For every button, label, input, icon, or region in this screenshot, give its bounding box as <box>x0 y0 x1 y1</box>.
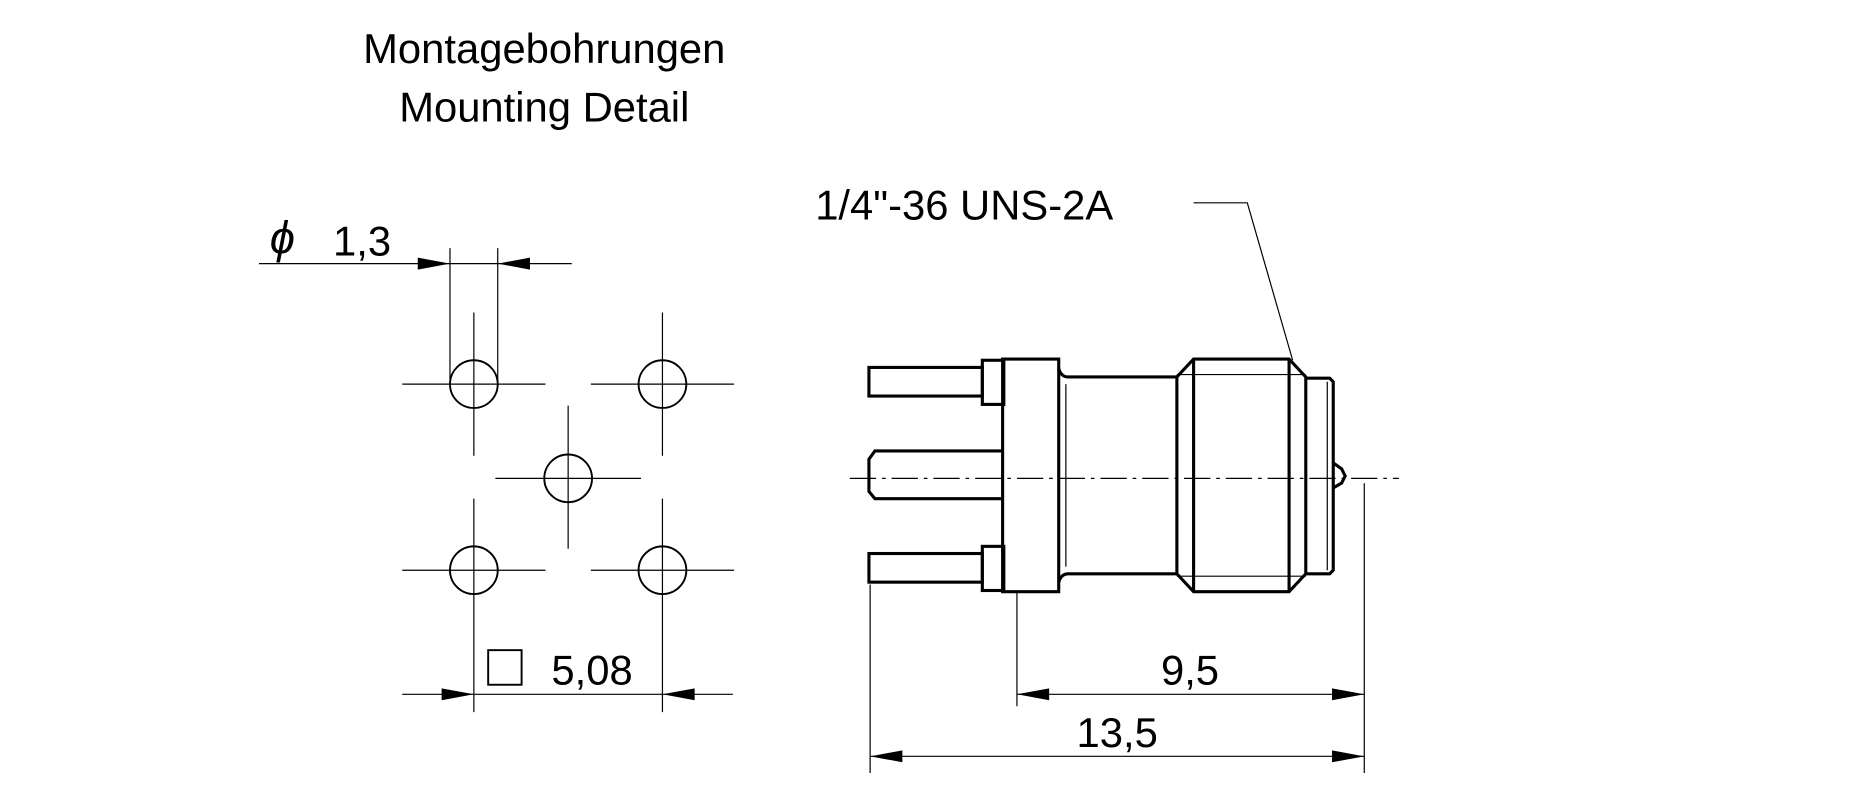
flange <box>1001 357 1061 594</box>
title-german: Montagebohrungen <box>363 25 725 72</box>
mounting-detail: ϕ 1,3 5,08 <box>259 212 735 713</box>
diameter-symbol: ϕ <box>270 212 295 263</box>
dim-body-label: 9,5 <box>1161 647 1219 694</box>
thread-label: 1/4"-36 UNS-2A <box>815 182 1113 229</box>
thread-leader <box>1193 202 1294 361</box>
thread-nut <box>1175 357 1308 594</box>
pin-top <box>867 365 984 398</box>
hole-centerlines <box>402 312 735 713</box>
square-symbol <box>487 649 523 686</box>
dim-total-label: 13,5 <box>1077 709 1158 756</box>
title-english: Mounting Detail <box>399 84 689 131</box>
center-contact-tip <box>1332 461 1347 490</box>
pin-bottom <box>867 551 984 584</box>
connector-side-view: 1/4"-36 UNS-2A 9,5 13,5 <box>815 182 1399 774</box>
hole-diameter-label: 1,3 <box>333 217 391 264</box>
pin-center <box>867 449 1003 501</box>
pitch-label: 5,08 <box>551 647 632 694</box>
